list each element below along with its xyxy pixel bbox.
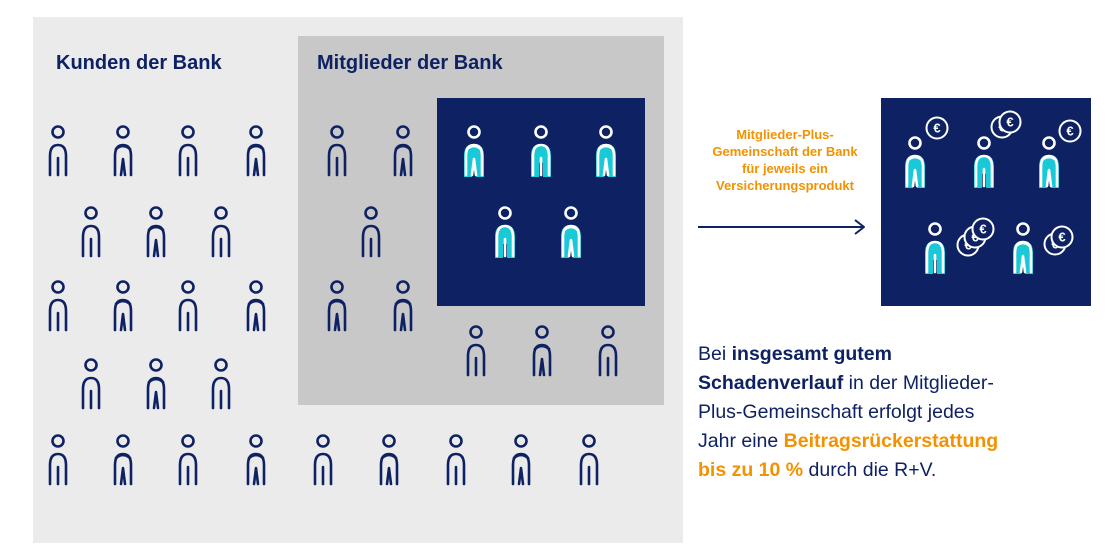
person-icon: [146, 206, 166, 258]
statement-line: bis zu 10 % durch die R+V.: [698, 456, 1098, 485]
euro-coin-icon: €: [1050, 225, 1074, 249]
statement-line: Bei insgesamt gutem: [698, 340, 1098, 369]
statement-text: Jahr eine: [698, 430, 784, 452]
person-icon: [1039, 136, 1059, 188]
svg-text:€: €: [1058, 230, 1065, 245]
person-icon: [393, 125, 413, 177]
euro-coin-icon: €: [925, 116, 949, 140]
statement-highlight: bis zu 10 %: [698, 459, 804, 481]
refund-community-box: [881, 98, 1091, 306]
arrow-right-icon: [698, 219, 865, 235]
person-icon: [178, 434, 198, 486]
arrow-label: Mitglieder-Plus- Gemeinschaft der Bank f…: [700, 126, 870, 194]
statement-line: Schadenverlauf in der Mitglieder-: [698, 369, 1098, 398]
person-icon: [81, 206, 101, 258]
person-icon: [532, 325, 552, 377]
statement-line: Jahr eine Beitragsrückerstattung: [698, 427, 1098, 456]
person-icon: [466, 325, 486, 377]
person-icon: [313, 434, 333, 486]
person-icon: [81, 358, 101, 410]
person-icon: [596, 125, 616, 177]
person-icon: [178, 125, 198, 177]
person-icon: [511, 434, 531, 486]
person-icon: [905, 136, 925, 188]
person-icon: [48, 434, 68, 486]
statement-line: Plus-Gemeinschaft erfolgt jedes: [698, 398, 1098, 427]
customers-label: Kunden der Bank: [56, 52, 222, 74]
person-icon: [211, 206, 231, 258]
statement-text: in der Mitglieder-: [843, 372, 994, 394]
statement-text: durch die R+V.: [803, 459, 937, 481]
person-icon: [48, 125, 68, 177]
arrow-label-line: Mitglieder-Plus-: [736, 127, 834, 142]
svg-text:€: €: [1006, 115, 1013, 130]
svg-text:€: €: [933, 121, 940, 136]
person-icon: [561, 206, 581, 258]
person-icon: [211, 358, 231, 410]
arrow-label-line: für jeweils ein: [742, 161, 828, 176]
statement-text: Bei: [698, 343, 732, 365]
arrow-label-line: Versicherungsprodukt: [716, 178, 854, 193]
person-icon: [246, 125, 266, 177]
euro-coin-icon: €: [971, 217, 995, 241]
person-icon: [974, 136, 994, 188]
statement-text: Plus-Gemeinschaft erfolgt jedes: [698, 401, 975, 423]
person-icon: [48, 280, 68, 332]
person-icon: [246, 434, 266, 486]
person-icon: [379, 434, 399, 486]
statement-emphasis: Schadenverlauf: [698, 372, 844, 394]
statement-emphasis: insgesamt gutem: [731, 343, 892, 365]
person-icon: [113, 280, 133, 332]
svg-text:€: €: [1066, 124, 1073, 139]
person-icon: [178, 280, 198, 332]
person-icon: [495, 206, 515, 258]
person-icon: [393, 280, 413, 332]
arrow-label-line: Gemeinschaft der Bank: [712, 144, 858, 159]
person-icon: [327, 125, 347, 177]
euro-coin-icon: €: [998, 110, 1022, 134]
person-icon: [146, 358, 166, 410]
statement-highlight: Beitragsrückerstattung: [783, 430, 999, 452]
person-icon: [1013, 222, 1033, 274]
person-icon: [579, 434, 599, 486]
person-icon: [113, 434, 133, 486]
person-icon: [925, 222, 945, 274]
person-icon: [598, 325, 618, 377]
person-icon: [446, 434, 466, 486]
person-icon: [464, 125, 484, 177]
refund-statement: Bei insgesamt gutem Schadenverlauf in de…: [698, 340, 1098, 485]
euro-coin-icon: €: [1058, 119, 1082, 143]
person-icon: [246, 280, 266, 332]
svg-text:€: €: [979, 222, 986, 237]
members-label: Mitglieder der Bank: [317, 52, 503, 74]
person-icon: [113, 125, 133, 177]
person-icon: [327, 280, 347, 332]
person-icon: [531, 125, 551, 177]
person-icon: [361, 206, 381, 258]
